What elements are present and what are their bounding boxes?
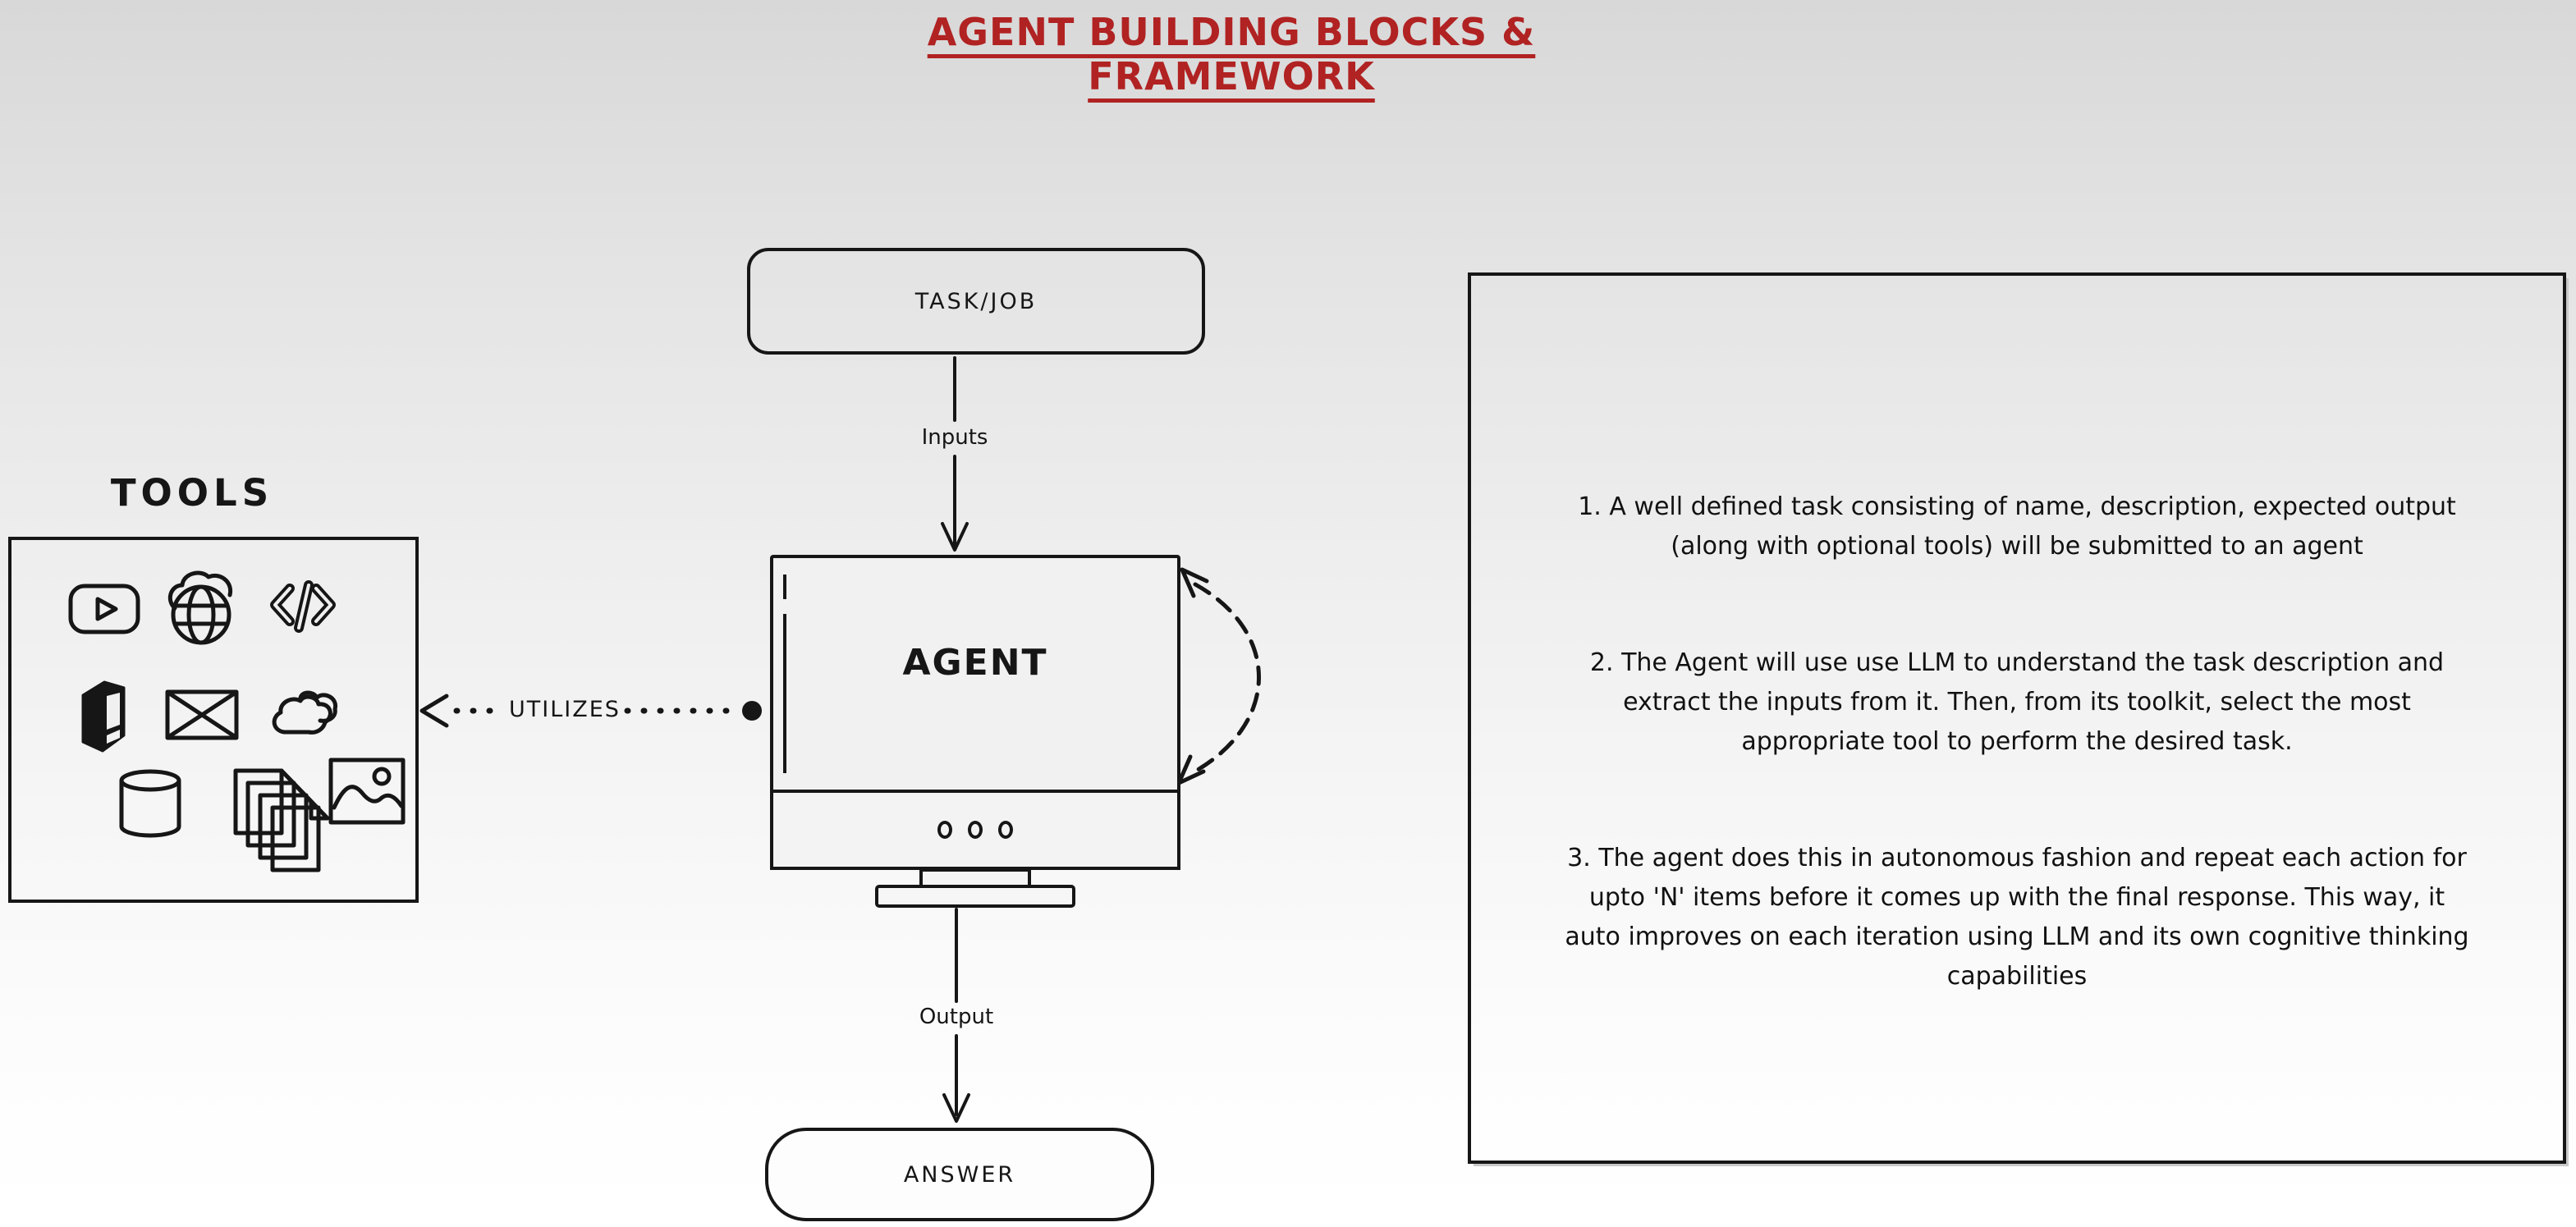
note-item-3: 3. The agent does this in autonomous fas… <box>1565 844 2469 991</box>
inputs-arrow <box>941 356 969 552</box>
screen-reflection-dash <box>783 575 786 599</box>
agent-monitor-screen <box>770 555 1180 793</box>
utilizes-label: UTILIZES <box>509 697 621 722</box>
inputs-label: Inputs <box>921 425 988 450</box>
screen-reflection-line <box>783 614 786 773</box>
note-item-1: 1. A well defined task consisting of nam… <box>1578 492 2456 561</box>
page-title: AGENT BUILDING BLOCKS & FRAMEWORK <box>927 10 1536 98</box>
answer-label: ANSWER <box>903 1161 1016 1188</box>
cloud-icon <box>269 688 346 737</box>
monitor-dot-icon <box>998 821 1013 839</box>
youtube-icon <box>67 583 141 635</box>
monitor-stand-base <box>875 885 1075 908</box>
note-item-2: 2. The Agent will use use LLM to underst… <box>1589 648 2445 756</box>
tools-title: TOOLS <box>110 471 274 515</box>
mobile-device-icon <box>76 675 127 753</box>
database-icon <box>117 767 184 841</box>
agent-monitor-band <box>770 790 1180 870</box>
image-icon <box>328 757 406 826</box>
monitor-dot-icon <box>968 821 983 839</box>
answer-box: ANSWER <box>765 1128 1154 1221</box>
documents-stack-icon <box>232 767 331 877</box>
output-label: Output <box>919 1005 994 1029</box>
task-job-label: TASK/JOB <box>914 288 1038 314</box>
code-icon <box>268 580 338 633</box>
agent-label: AGENT <box>902 642 1048 684</box>
monitor-dot-icon <box>937 821 952 839</box>
web-globe-icon <box>163 569 240 648</box>
email-icon <box>164 689 240 741</box>
tools-box <box>8 537 419 903</box>
task-job-box: TASK/JOB <box>747 248 1205 355</box>
agent-loop-arc <box>1176 567 1261 785</box>
notes-panel: 1. A well defined task consisting of nam… <box>1468 272 2566 1164</box>
